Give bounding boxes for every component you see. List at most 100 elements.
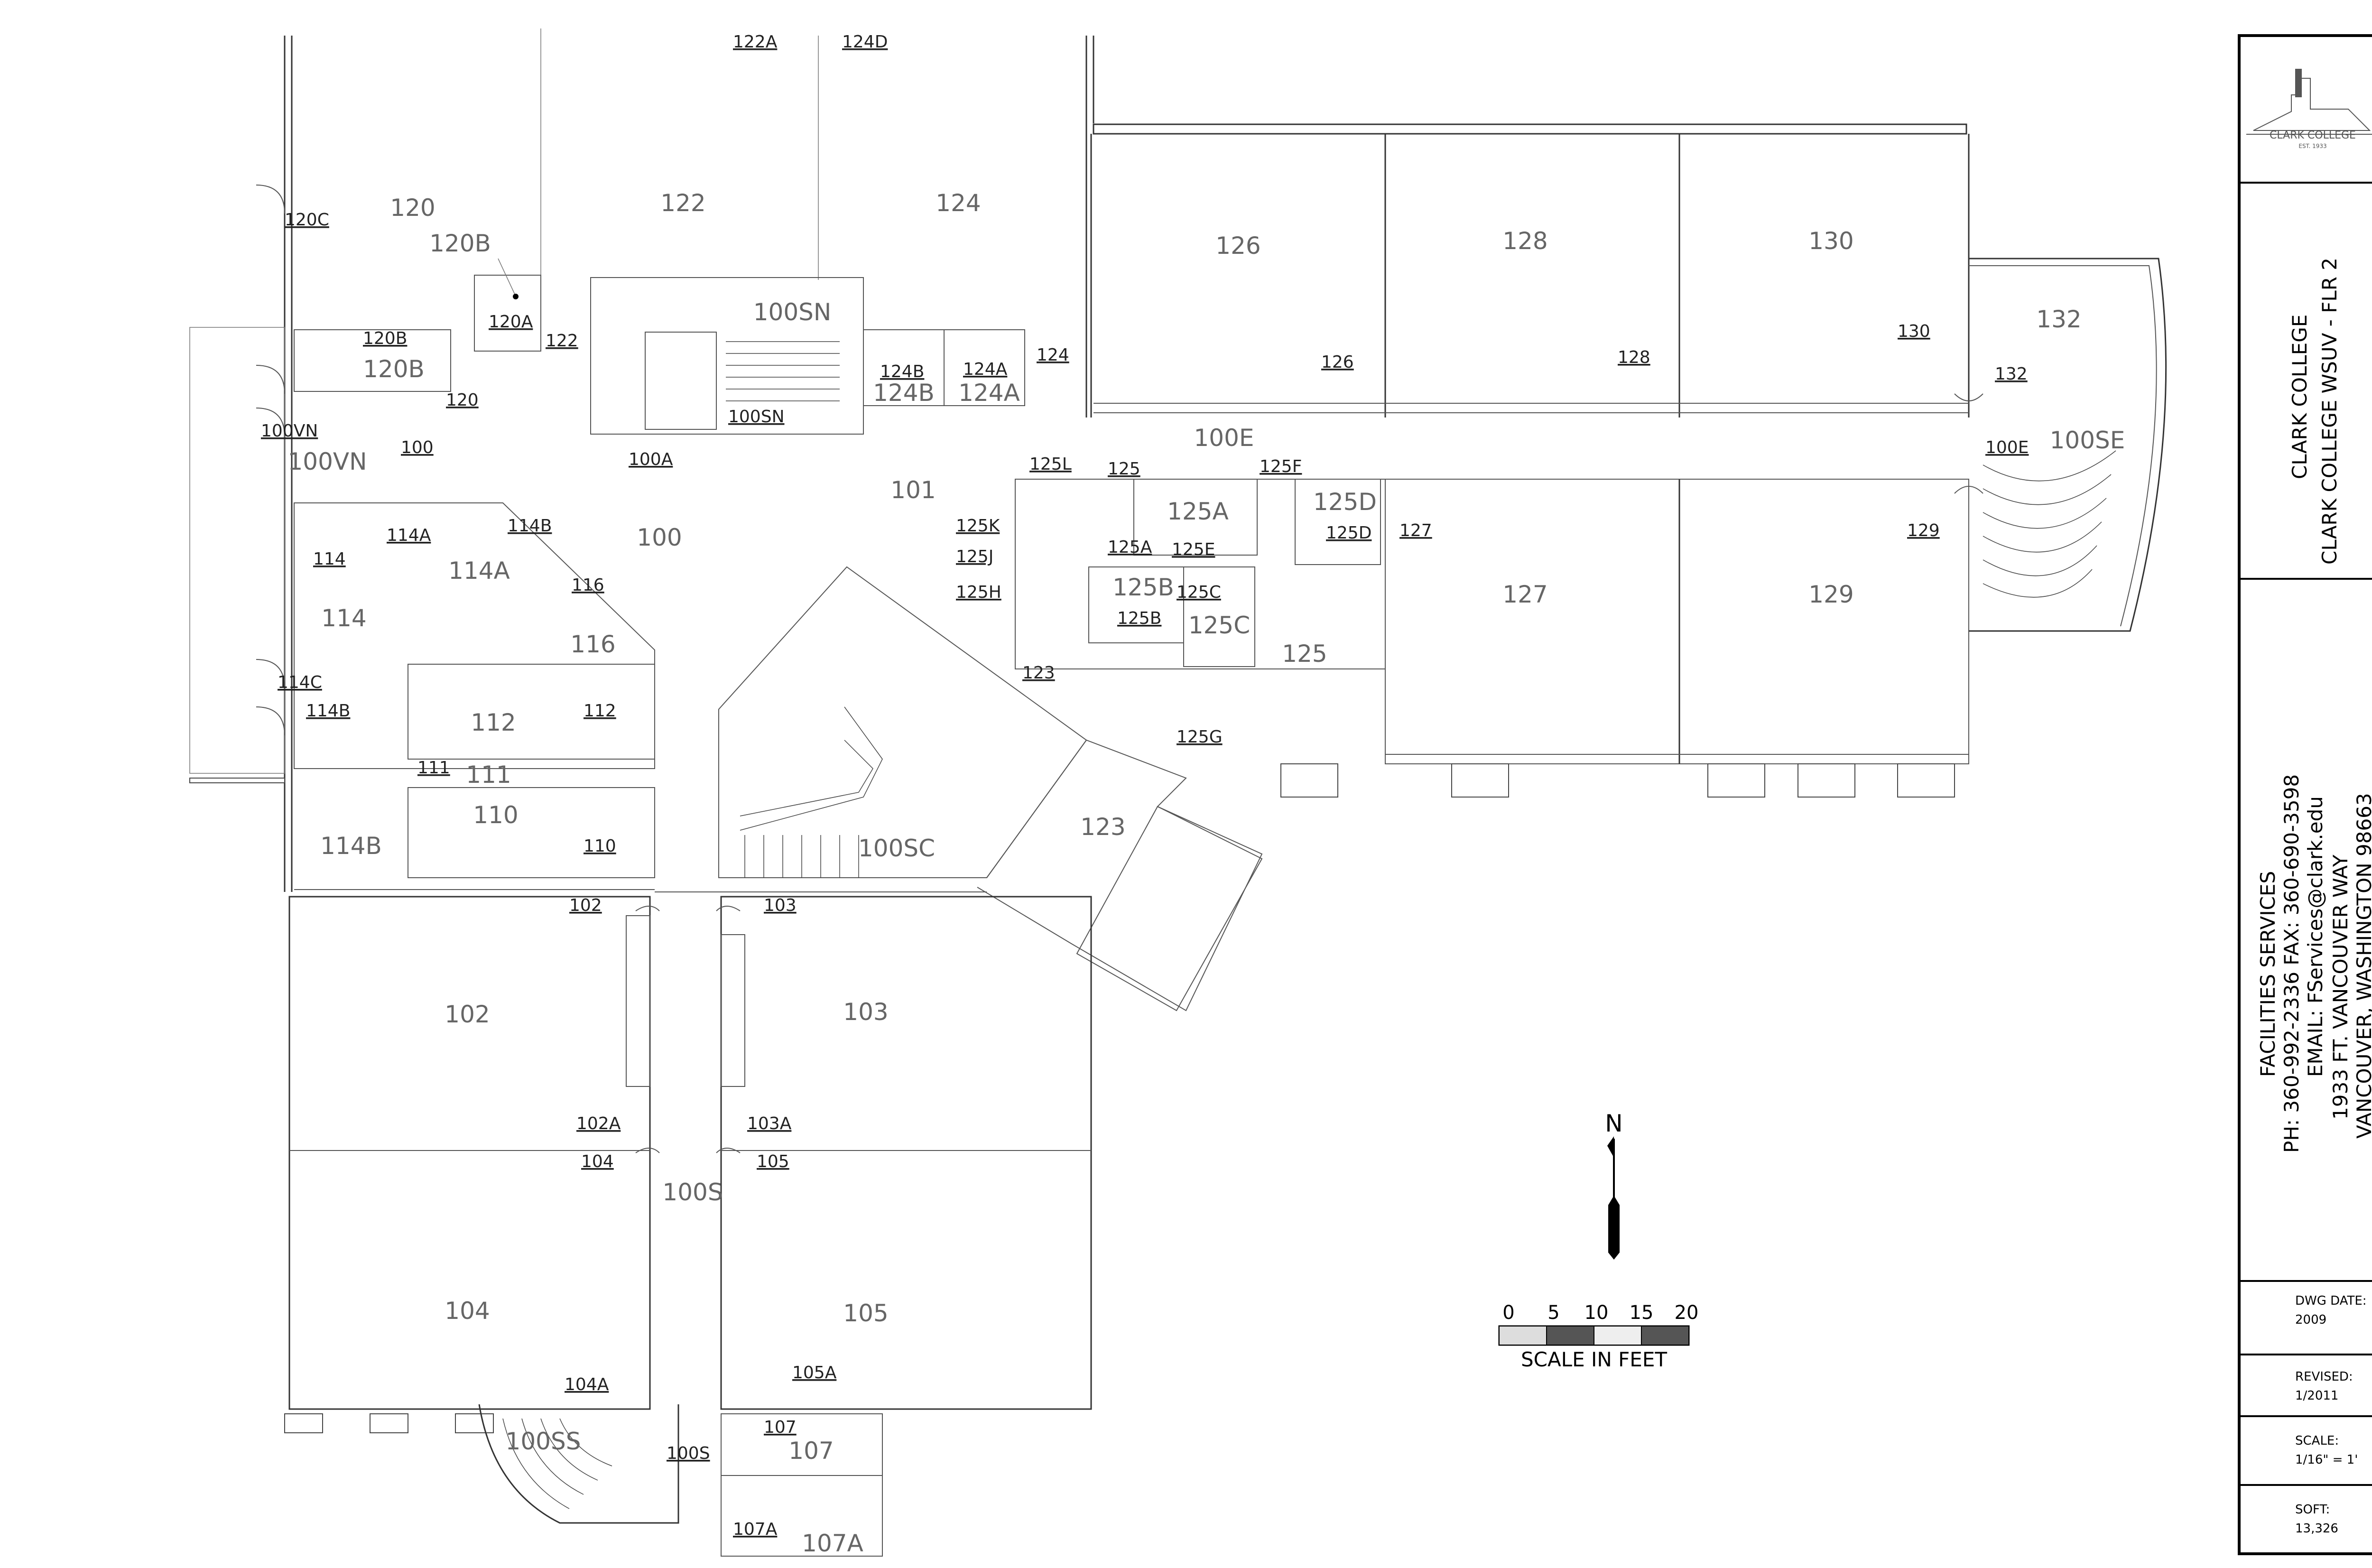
title-line-2: CLARK COLLEGE WSUV - FLR 2 bbox=[2318, 258, 2341, 565]
room-label-123: 123 bbox=[1080, 813, 1125, 841]
room-label-132: 132 bbox=[2036, 306, 2081, 333]
building-walls bbox=[189, 28, 2167, 1557]
door-label-125a: 125A bbox=[1108, 538, 1152, 557]
door-label-103: 103 bbox=[764, 896, 797, 915]
room-label-124a: 124A bbox=[958, 379, 1020, 407]
door-label-116: 116 bbox=[572, 575, 604, 595]
address-line-1: 1933 FT. VANCOUVER WAY bbox=[2329, 854, 2352, 1120]
room-label-110: 110 bbox=[473, 801, 518, 829]
room-label-100sc: 100SC bbox=[858, 835, 935, 862]
room-label-124b: 124B bbox=[873, 379, 935, 407]
door-label-125j: 125J bbox=[956, 547, 993, 566]
title-line-1: CLARK COLLEGE bbox=[2288, 315, 2311, 479]
door-label-127: 127 bbox=[1399, 521, 1432, 540]
room-label-107a: 107A bbox=[802, 1530, 863, 1557]
door-label-114c: 114C bbox=[278, 673, 322, 692]
door-label-100a: 100A bbox=[629, 450, 673, 469]
room-label-120: 120 bbox=[390, 194, 435, 222]
door-label-100s: 100S bbox=[667, 1444, 710, 1463]
door-label-114b-2: 114B bbox=[306, 701, 350, 721]
door-label-130: 130 bbox=[1898, 322, 1930, 341]
door-label-129: 129 bbox=[1907, 521, 1940, 540]
room-label-112: 112 bbox=[471, 709, 516, 736]
door-label-100e: 100E bbox=[1985, 438, 2029, 457]
title-block: CLARK COLLEGE EST. 1933 CLARK COLLEGE CL… bbox=[2238, 34, 2372, 1555]
door-label-107: 107 bbox=[764, 1418, 797, 1437]
room-label-120b-2: 120B bbox=[363, 355, 425, 383]
phone-fax: PH: 360-992-2336 FAX: 360-690-3598 bbox=[2280, 774, 2303, 1153]
door-label-125l: 125L bbox=[1029, 455, 1072, 474]
door-label-124: 124 bbox=[1037, 345, 1069, 365]
door-label-104: 104 bbox=[581, 1152, 614, 1171]
dwg-date: 2009 bbox=[2295, 1313, 2326, 1327]
room-label-114: 114 bbox=[321, 604, 366, 632]
room-label-125: 125 bbox=[1282, 640, 1327, 668]
door-label-114: 114 bbox=[313, 549, 346, 569]
door-label-114b: 114B bbox=[508, 516, 552, 536]
room-label-100vn: 100VN bbox=[287, 448, 367, 475]
door-label-112: 112 bbox=[584, 701, 616, 721]
room-label-100e: 100E bbox=[1194, 424, 1254, 452]
dept-name: FACILITIES SERVICES bbox=[2256, 871, 2279, 1077]
door-label-122a: 122A bbox=[733, 32, 778, 52]
room-label-116: 116 bbox=[570, 631, 615, 658]
north-arrow-label: N bbox=[1605, 1110, 1622, 1137]
door-label-120a: 120A bbox=[489, 312, 533, 332]
room-label-103: 103 bbox=[843, 998, 888, 1026]
revised-date: 1/2011 bbox=[2295, 1389, 2338, 1403]
room-label-120b: 120B bbox=[429, 230, 491, 257]
door-label-125h: 125H bbox=[956, 583, 1001, 602]
door-swings bbox=[256, 185, 1983, 1153]
room-label-125c: 125C bbox=[1188, 612, 1250, 639]
scale-bar: 0 5 10 15 20 SCALE IN FEET bbox=[1498, 1302, 1698, 1371]
door-label-132: 132 bbox=[1995, 364, 2028, 384]
door-label-125k: 125K bbox=[956, 516, 1001, 536]
room-label-125d: 125D bbox=[1313, 488, 1377, 516]
room-label-130: 130 bbox=[1808, 227, 1853, 255]
scale-tick-10: 10 bbox=[1584, 1302, 1609, 1324]
door-label-123: 123 bbox=[1022, 663, 1055, 683]
north-arrow: N bbox=[1605, 1110, 1623, 1260]
room-label-105: 105 bbox=[843, 1299, 888, 1327]
address-line-2: VANCOUVER, WASHINGTON 98663 bbox=[2353, 793, 2372, 1139]
door-label-125: 125 bbox=[1108, 459, 1140, 479]
clark-college-logo: CLARK COLLEGE EST. 1933 bbox=[2246, 69, 2372, 149]
scale-tick-15: 15 bbox=[1630, 1302, 1654, 1324]
door-label-122: 122 bbox=[546, 331, 578, 351]
room-label-102: 102 bbox=[445, 1001, 490, 1028]
room-label-129: 129 bbox=[1808, 581, 1853, 608]
scale-caption: SCALE IN FEET bbox=[1521, 1348, 1667, 1371]
scale-value: 1/16" = 1' bbox=[2295, 1453, 2358, 1467]
door-label-120b: 120B bbox=[363, 329, 407, 348]
room-label-125b: 125B bbox=[1112, 574, 1174, 601]
door-label-103a: 103A bbox=[747, 1114, 792, 1133]
soft-value: 13,326 bbox=[2295, 1522, 2338, 1536]
door-label-104a: 104A bbox=[565, 1375, 609, 1394]
room-number-labels: 120 120B 122 124 100S N 120B 124B 124A 12… bbox=[287, 189, 2125, 1557]
soft-label: SOFT: bbox=[2295, 1503, 2330, 1517]
room-label-100s: 100S bbox=[662, 1178, 723, 1206]
email: EMAIL: FServices@clark.edu bbox=[2304, 796, 2327, 1077]
room-label-100: 100 bbox=[637, 524, 682, 551]
revised-label: REVISED: bbox=[2295, 1370, 2353, 1384]
room-120b-leader bbox=[498, 258, 515, 295]
room-label-107: 107 bbox=[788, 1437, 834, 1465]
door-label-105: 105 bbox=[757, 1152, 789, 1171]
room-label-100se: 100SE bbox=[2050, 427, 2125, 454]
door-label-125c: 125C bbox=[1177, 583, 1221, 602]
door-label-120: 120 bbox=[446, 390, 479, 410]
scale-label: SCALE: bbox=[2295, 1434, 2339, 1448]
door-label-125e: 125E bbox=[1172, 540, 1215, 559]
door-label-125g: 125G bbox=[1177, 727, 1223, 747]
room-label-128: 128 bbox=[1502, 227, 1547, 255]
logo-text: CLARK COLLEGE bbox=[2270, 130, 2356, 141]
door-label-126: 126 bbox=[1321, 353, 1354, 372]
dwg-date-label: DWG DATE: bbox=[2295, 1294, 2367, 1308]
door-label-102: 102 bbox=[569, 896, 602, 915]
room-label-114b: 114B bbox=[320, 832, 382, 860]
door-label-107a: 107A bbox=[733, 1520, 778, 1539]
room-label-114a: 114A bbox=[448, 557, 510, 585]
door-label-111: 111 bbox=[417, 758, 450, 778]
